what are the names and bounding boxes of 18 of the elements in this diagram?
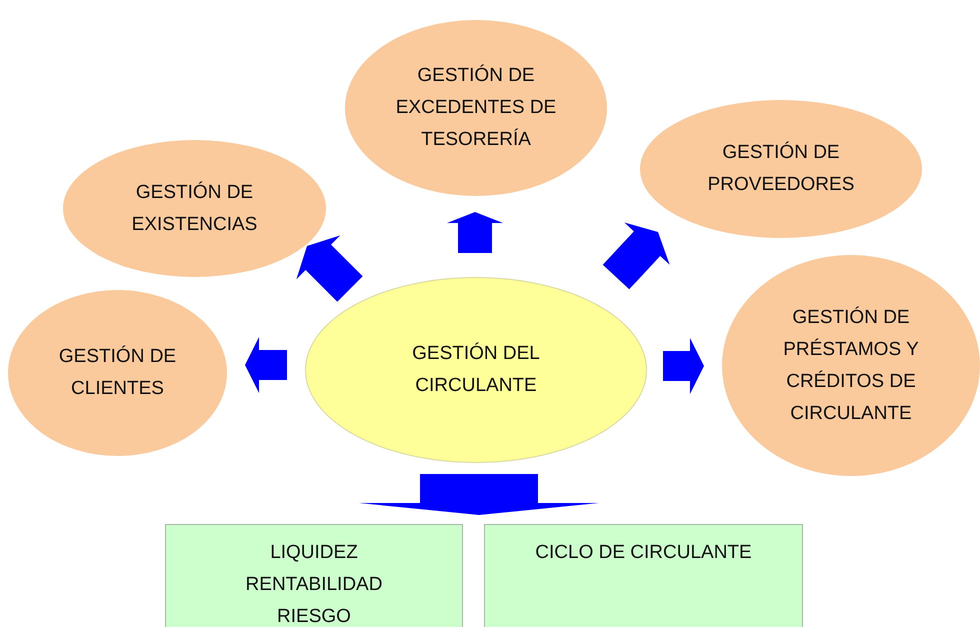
block-arrow: [663, 338, 704, 394]
block-arrow: [602, 222, 670, 290]
node-text: GESTIÓN DEL CIRCULANTE: [411, 342, 541, 398]
node-text: GESTIÓN DE PROVEEDORES: [706, 140, 856, 197]
node-text: CICLO DE CIRCULANTE: [535, 541, 752, 565]
block-arrow: [447, 212, 503, 253]
node-text: GESTIÓN DE EXCEDENTES DE TESORERÍA: [394, 64, 558, 152]
node-text: RENTABILIDAD: [246, 573, 382, 597]
text-box: [484, 524, 803, 627]
node-text: GESTIÓN DE CLIENTES: [58, 344, 178, 401]
node-text: GESTIÓN DE PRÉSTAMOS Y CRÉDITOS DE CIRCULANTE: [782, 306, 920, 426]
node-text: RIESGO: [277, 605, 351, 627]
node-text: GESTIÓN DE EXISTENCIAS: [130, 180, 258, 236]
text-box: [165, 524, 463, 627]
node-text: LIQUIDEZ: [270, 541, 358, 565]
block-arrow: [245, 337, 287, 393]
block-arrow: [359, 474, 599, 515]
block-arrow: [296, 235, 363, 302]
